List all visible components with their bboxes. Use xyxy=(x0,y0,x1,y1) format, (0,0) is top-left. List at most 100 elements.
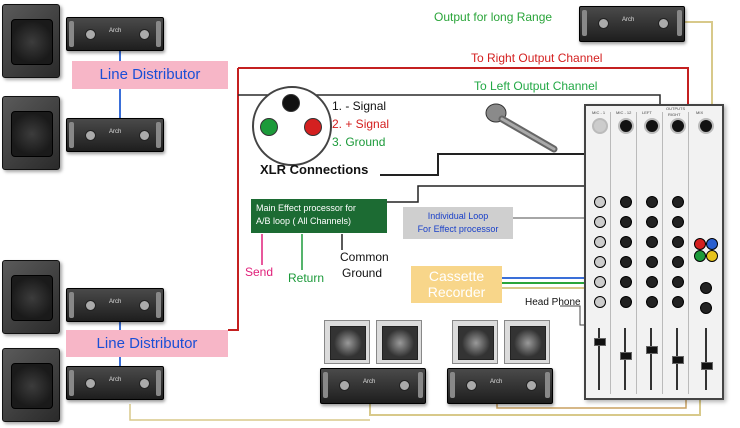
mixer-fader[interactable] xyxy=(701,362,713,370)
cassette-line2: Recorder xyxy=(427,284,486,300)
mixer-knob-blue[interactable] xyxy=(706,238,718,250)
label-right-output: To Right Output Channel xyxy=(471,51,603,65)
mixer-knob[interactable] xyxy=(646,196,658,208)
mixer-strip-4 xyxy=(666,112,689,394)
mixer-knob[interactable] xyxy=(620,216,632,228)
mixer-jack-mic12[interactable] xyxy=(618,118,634,134)
mixer-knob[interactable] xyxy=(672,276,684,288)
amplifier-bottom-2: Arch xyxy=(66,366,164,400)
amp-brand: Arch xyxy=(363,379,376,385)
mixer-knob-red[interactable] xyxy=(694,238,706,250)
mixer-knob[interactable] xyxy=(594,276,606,288)
xlr-pin-3 xyxy=(260,118,278,136)
ceiling-speaker-4 xyxy=(504,320,550,364)
microphone-icon xyxy=(485,103,558,153)
audio-mixer: MIC - 1 MIC - 12 LEFT OUTPUTS RIGHT MIX xyxy=(584,104,724,400)
line-distributor-top: Line Distributor xyxy=(72,61,228,89)
mixer-knob[interactable] xyxy=(646,296,658,308)
xlr-pin-1-label: 1. - Signal xyxy=(332,99,387,113)
mixer-knob[interactable] xyxy=(646,216,658,228)
mixer-knob[interactable] xyxy=(594,256,606,268)
effect-processor-line1: Main Effect processor for xyxy=(256,203,356,213)
wire-right-output-down xyxy=(228,68,239,331)
wire-amp-left xyxy=(369,398,701,416)
mixer-knob[interactable] xyxy=(646,236,658,248)
wire-right-output xyxy=(238,67,689,112)
mixer-fader-track xyxy=(650,328,652,390)
mixer-label-right: RIGHT xyxy=(668,112,681,117)
amp-brand: Arch xyxy=(109,299,122,305)
label-output-long-range: Output for long Range xyxy=(434,10,553,24)
line-distributor-bottom: Line Distributor xyxy=(66,330,228,357)
speaker-cone xyxy=(11,275,53,321)
wire-long-range xyxy=(684,21,713,112)
mixer-fader-track xyxy=(598,328,600,390)
amplifier-top-1: Arch xyxy=(66,17,164,51)
mixer-knob[interactable] xyxy=(594,296,606,308)
mixer-strip-5 xyxy=(692,112,720,394)
mixer-knob[interactable] xyxy=(620,196,632,208)
mixer-jack-right[interactable] xyxy=(670,118,686,134)
individual-loop-line1: Individual Loop xyxy=(427,211,489,221)
mixer-knob[interactable] xyxy=(594,216,606,228)
mixer-strip-3 xyxy=(640,112,663,394)
xlr-pin-2-label: 2. + Signal xyxy=(332,117,390,131)
mixer-fader[interactable] xyxy=(672,356,684,364)
mixer-fader[interactable] xyxy=(646,346,658,354)
mixer-label-outputs: OUTPUTS xyxy=(666,106,686,111)
amp-brand: Arch xyxy=(622,17,635,23)
speaker-cone xyxy=(11,19,53,65)
mixer-fader[interactable] xyxy=(594,338,606,346)
mixer-fader[interactable] xyxy=(620,352,632,360)
mixer-knob[interactable] xyxy=(620,276,632,288)
amplifier-top-2: Arch xyxy=(66,118,164,152)
cassette-line1: Cassette xyxy=(428,268,485,284)
label-send: Send xyxy=(245,265,274,279)
amp-brand: Arch xyxy=(109,377,122,383)
xlr-connector-diagram xyxy=(252,86,332,166)
mixer-knob-green[interactable] xyxy=(694,250,706,262)
label-head-phone: Head Phone xyxy=(525,297,581,308)
effect-processor-line2: A/B loop ( All Channels) xyxy=(256,216,352,226)
speaker-cone xyxy=(11,363,53,409)
mixer-label-left: LEFT xyxy=(642,110,652,115)
mixer-knob[interactable] xyxy=(620,296,632,308)
mixer-knob[interactable] xyxy=(700,302,712,314)
mixer-knob-yellow[interactable] xyxy=(706,250,718,262)
mixer-knob[interactable] xyxy=(672,296,684,308)
cassette-recorder-box: Cassette Recorder xyxy=(411,266,502,303)
amplifier-ceiling-1: Arch xyxy=(320,368,426,404)
mixer-knob[interactable] xyxy=(620,256,632,268)
individual-loop-line2: For Effect processor xyxy=(417,224,499,234)
wire-xlr xyxy=(380,153,584,176)
amplifier-bottom-1: Arch xyxy=(66,288,164,322)
label-common-ground-1: Common xyxy=(340,250,389,264)
mixer-jack-mic1[interactable] xyxy=(592,118,608,134)
speaker-top-2 xyxy=(2,96,60,170)
mixer-knob[interactable] xyxy=(672,196,684,208)
mixer-knob[interactable] xyxy=(672,256,684,268)
xlr-pin-3-label: 3. Ground xyxy=(332,135,386,149)
xlr-pin-2 xyxy=(304,118,322,136)
mixer-knob[interactable] xyxy=(672,236,684,248)
mixer-knob[interactable] xyxy=(594,236,606,248)
amplifier-ceiling-2: Arch xyxy=(447,368,553,404)
mixer-jack-mix[interactable] xyxy=(698,118,714,134)
mixer-knob[interactable] xyxy=(700,282,712,294)
speaker-top-1 xyxy=(2,4,60,78)
xlr-pin-1 xyxy=(282,94,300,112)
mixer-fader-track xyxy=(705,328,707,390)
mixer-jack-left[interactable] xyxy=(644,118,660,134)
mixer-knob[interactable] xyxy=(594,196,606,208)
mixer-knob[interactable] xyxy=(646,256,658,268)
mixer-knob[interactable] xyxy=(620,236,632,248)
wire-effect-mixer xyxy=(386,185,584,203)
mixer-knob[interactable] xyxy=(672,216,684,228)
mixer-knob[interactable] xyxy=(646,276,658,288)
mixer-label-mic1: MIC - 1 xyxy=(592,110,606,115)
speaker-cone xyxy=(11,111,53,157)
label-return: Return xyxy=(288,271,325,285)
speaker-bottom-2 xyxy=(2,348,60,422)
mixer-strip-1 xyxy=(588,112,611,394)
